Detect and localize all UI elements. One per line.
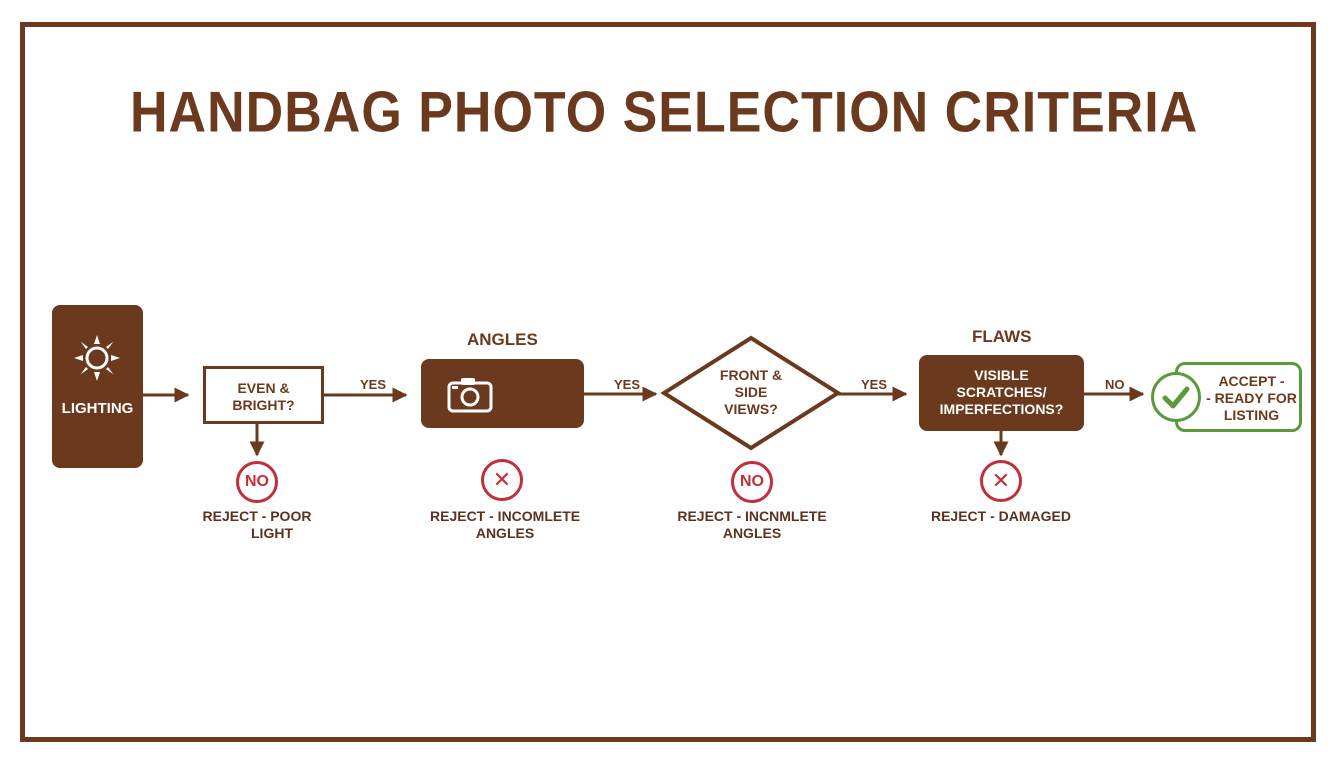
reject-light-line2: LIGHT (251, 525, 293, 541)
flaws-line3: IMPERFECTIONS? (939, 401, 1064, 417)
angles-heading: ANGLES (467, 330, 538, 349)
reject-light-text: REJECT - POOR LIGHT (190, 508, 324, 542)
reject-views-line1: REJECT - INCNMLETE (677, 508, 827, 524)
yes-label-1: YES (360, 377, 387, 392)
reject-angles-line2: ANGLES (475, 525, 535, 541)
yes-label-3: YES (861, 377, 888, 392)
flaws-line2: SCRATCHES/ (956, 384, 1047, 400)
diagram-title: HANDBAG PHOTO SELECTION CRITERIA (130, 81, 1199, 145)
accept-line3: LISTING (1223, 407, 1280, 423)
front-side-line3: VIEWS? (724, 401, 778, 417)
reject-views-line2: ANGLES (722, 525, 782, 541)
decision-diamond (660, 335, 842, 451)
reject-views-text: REJECT - INCNMLETE ANGLES (676, 508, 828, 542)
reject-no-marker-light: NO (236, 461, 278, 503)
angles-node (421, 359, 584, 428)
front-side-line1: FRONT & (719, 367, 783, 383)
even-bright-label-line2: BRIGHT? (232, 397, 295, 413)
sun-icon (74, 335, 120, 381)
reject-no-marker-views: NO (731, 461, 773, 503)
front-side-line2: SIDE (734, 384, 768, 400)
no-label-final: NO (1105, 377, 1125, 392)
reject-x-marker-angles: ✕ (481, 459, 523, 501)
reject-damaged-line1: REJECT - DAMAGED (930, 508, 1071, 524)
reject-angles-line1: REJECT - INCOMLETE (430, 508, 581, 524)
reject-damaged-text: REJECT - DAMAGED (930, 508, 1072, 525)
lighting-node: LIGHTING (52, 305, 143, 468)
lighting-label: LIGHTING (61, 400, 134, 417)
reject-x-marker-damaged: ✕ (980, 460, 1022, 502)
reject-angles-text: REJECT - INCOMLETE ANGLES (430, 508, 580, 542)
flaws-node: VISIBLE SCRATCHES/ IMPERFECTIONS? (919, 355, 1084, 431)
even-bright-node: EVEN & BRIGHT? (203, 366, 324, 424)
accept-line2: - READY FOR (1206, 390, 1297, 406)
flaws-heading: FLAWS (972, 327, 1032, 346)
flaws-line1: VISIBLE (974, 367, 1029, 383)
yes-label-2: YES (614, 377, 641, 392)
reject-light-line1: REJECT - POOR (202, 508, 312, 524)
camera-icon (447, 378, 493, 413)
accept-line1: ACCEPT - (1218, 373, 1285, 389)
checkmark-icon (1151, 372, 1201, 422)
even-bright-label-line1: EVEN & (237, 380, 290, 396)
front-side-label: FRONT & SIDE VIEWS? (700, 367, 802, 418)
